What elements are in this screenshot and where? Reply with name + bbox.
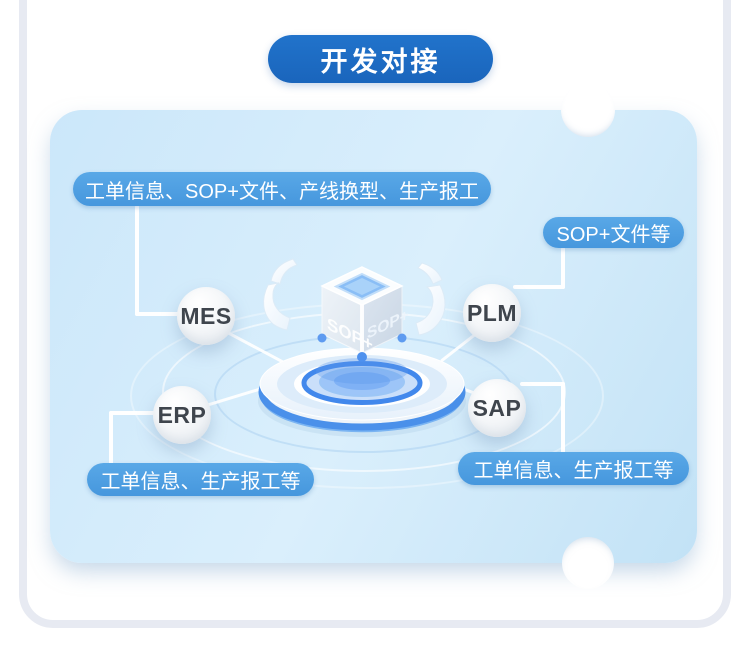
pill-sap-label: 工单信息、生产报工等	[473, 460, 674, 482]
pill-plm-label: SOP+文件等	[556, 224, 671, 246]
card-top-notch	[561, 83, 615, 137]
node-mes-label: MES	[180, 302, 232, 329]
pill-mes-data: 工单信息、SOP+文件、产线换型、生产报工	[73, 172, 491, 206]
connector-sap-horizontal	[520, 382, 565, 386]
node-sap: SAP	[468, 379, 526, 437]
connector-mes-horizontal	[135, 312, 179, 316]
pill-erp-data: 工单信息、生产报工等	[87, 463, 314, 496]
card-bottom-notch	[562, 537, 614, 589]
connector-sap-vertical	[561, 382, 565, 454]
connector-erp-vertical	[109, 411, 113, 465]
node-mes: MES	[177, 287, 235, 345]
node-erp: ERP	[153, 386, 211, 444]
connector-plm-horizontal	[513, 285, 565, 289]
node-erp-label: ERP	[157, 401, 207, 428]
node-sap-label: SAP	[472, 394, 522, 421]
node-plm-label: PLM	[466, 299, 518, 326]
connector-mes-vertical	[135, 205, 139, 316]
sop-platform-illustration: SOP+ SOP+	[258, 258, 466, 437]
section-title: 开发对接	[320, 46, 441, 77]
pill-mes-label: 工单信息、SOP+文件、产线换型、生产报工	[85, 180, 479, 203]
pill-plm-data: SOP+文件等	[543, 217, 684, 248]
ribbon-left	[263, 258, 298, 331]
sop-cube: SOP+ SOP+	[316, 266, 409, 384]
pill-erp-label: 工单信息、生产报工等	[100, 471, 301, 493]
pill-sap-data: 工单信息、生产报工等	[458, 452, 689, 485]
connector-erp-horizontal	[109, 411, 157, 415]
connector-plm-vertical	[561, 247, 565, 289]
ribbon-right	[415, 262, 446, 336]
page-frame	[19, 0, 731, 628]
node-plm: PLM	[463, 284, 521, 342]
section-title-pill: 开发对接	[268, 35, 493, 83]
